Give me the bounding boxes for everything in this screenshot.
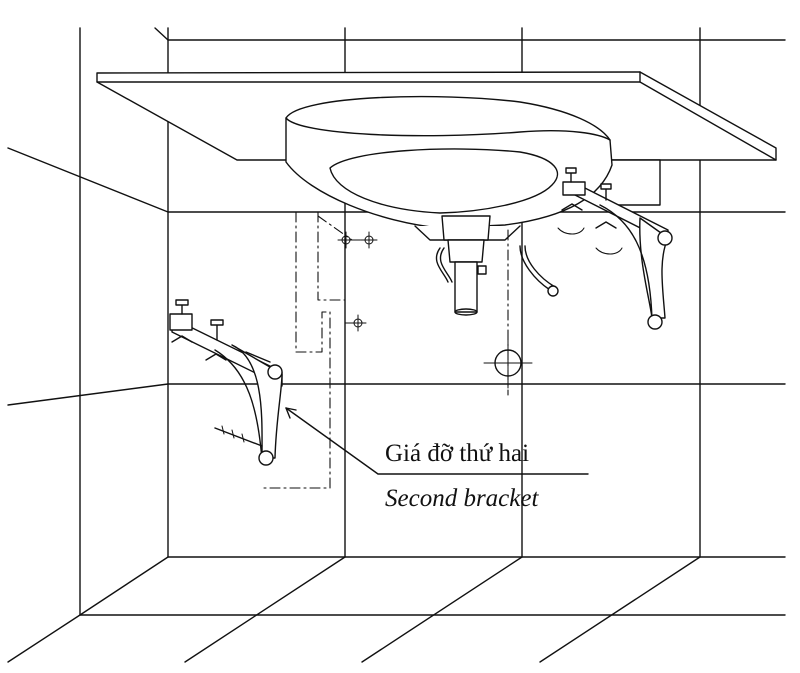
- bracket-outline-guide: [261, 211, 331, 489]
- mounting-screw: [214, 427, 263, 447]
- bracket-bolt: [647, 314, 663, 330]
- drain-collar: [447, 239, 485, 263]
- bracket-bolt: [258, 450, 274, 466]
- drill-hole-marker: [337, 231, 355, 249]
- drain-tailpiece: [454, 261, 478, 313]
- floor-line: [7, 614, 81, 663]
- tailpiece-end: [454, 308, 478, 316]
- screw-thread: [221, 425, 245, 443]
- wing-nut: [171, 335, 227, 361]
- ceiling-corner: [154, 27, 169, 41]
- basin-inner-bowl: [329, 148, 558, 214]
- second-bracket: [169, 299, 283, 466]
- bracket-bolt: [657, 230, 673, 246]
- leader-line: [285, 407, 589, 475]
- clamp-block: [169, 313, 193, 331]
- label-vietnamese: Giá đỡ thứ hai: [385, 440, 529, 467]
- tile-line: [7, 383, 169, 406]
- clamp-block: [562, 181, 586, 196]
- bracket-inner-curve: [599, 204, 653, 321]
- drain-body: [441, 215, 491, 241]
- floor-line: [539, 556, 701, 663]
- wing-nut: [561, 203, 617, 229]
- drain-outlet-marker: [483, 339, 533, 389]
- right-supply-hose: [524, 245, 556, 288]
- tile-wall-grid: [7, 27, 786, 663]
- basin-bowl: [285, 95, 613, 229]
- clamp-screw-head: [210, 319, 224, 326]
- clamp-screw-head: [565, 167, 577, 174]
- label-english: Second bracket: [385, 485, 539, 512]
- drill-hole-markers: [337, 231, 533, 389]
- floor-line: [361, 556, 523, 663]
- drill-hole-marker: [360, 231, 378, 249]
- floor-corner: [79, 556, 169, 616]
- valve-knob: [477, 265, 487, 275]
- drill-hole-marker: [349, 314, 367, 332]
- wash-basin: [285, 95, 613, 316]
- floor-line: [184, 556, 346, 663]
- callout-leader: [285, 407, 589, 475]
- left-supply-hose: [435, 247, 449, 283]
- first-bracket: [557, 167, 673, 330]
- rotation-arrow: [557, 227, 623, 255]
- clamp-screw-head: [600, 183, 612, 190]
- right-supply-hose: [519, 245, 551, 291]
- hose-nut: [547, 285, 559, 297]
- tile-line: [7, 147, 169, 213]
- bracket-outline-guide: [317, 211, 346, 301]
- bracket-spring: [245, 351, 271, 363]
- leader-arrowhead: [285, 407, 297, 419]
- bracket-bolt: [267, 364, 283, 380]
- bracket-inner-curve: [214, 349, 263, 461]
- basin-rim: [285, 117, 611, 141]
- clamp-screw-head: [175, 299, 189, 306]
- left-supply-hose: [439, 247, 453, 283]
